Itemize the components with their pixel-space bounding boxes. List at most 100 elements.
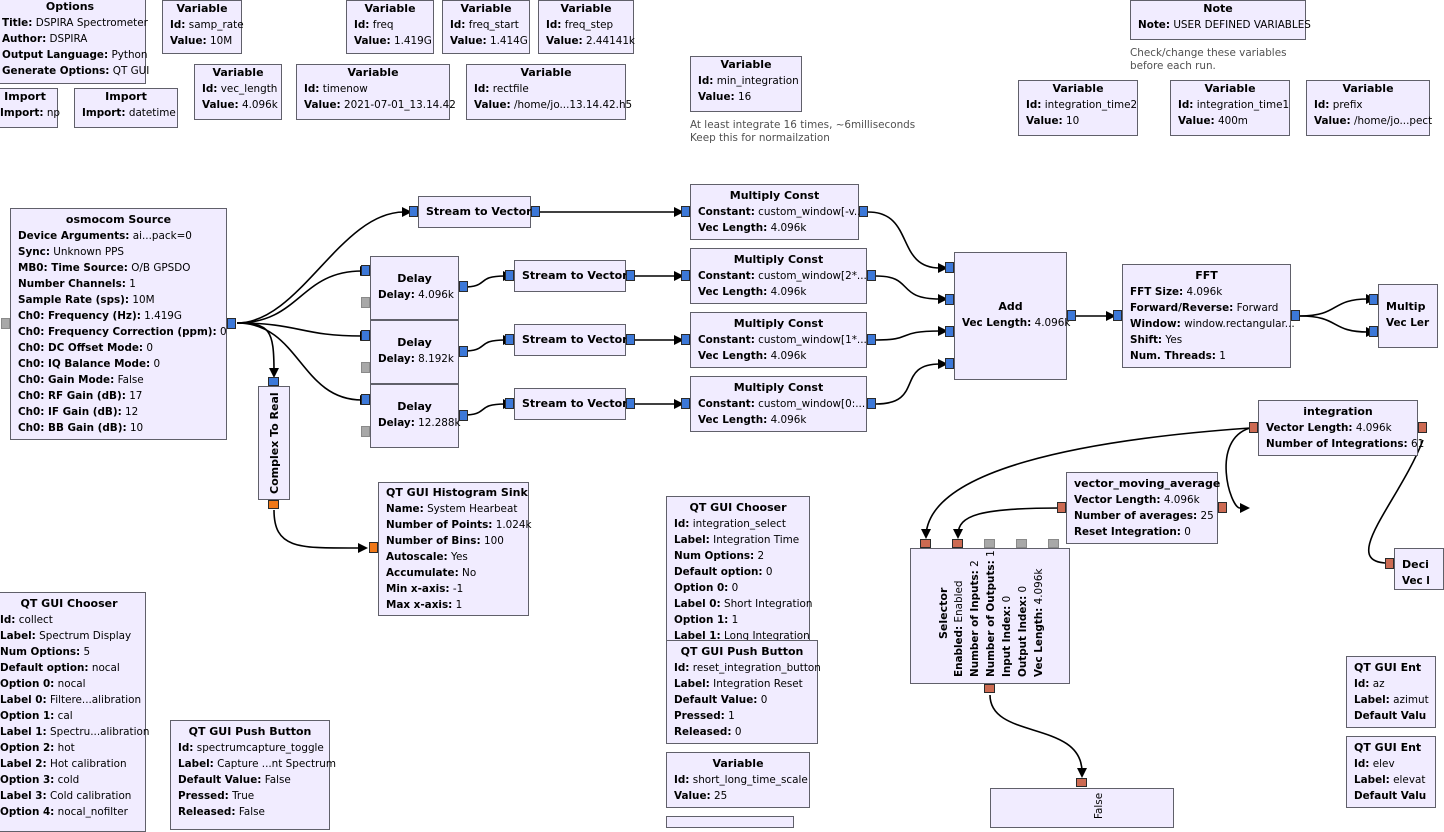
entry-az-block[interactable]: QT GUI Ent Id: az Label: azimut Default … [1346, 656, 1436, 728]
delay-1-block[interactable]: Delay Delay: 4.096k [370, 256, 459, 320]
mc2-output-port[interactable] [867, 334, 876, 345]
pushbutton-capture-block[interactable]: QT GUI Push Button Id: spectrumcapture_t… [170, 720, 336, 830]
note-user-defined-block[interactable]: Note Note: USER DEFINED VARIABLES [1130, 0, 1311, 40]
options-block[interactable]: Options Title: DSPIRA Spectrometer Autho… [0, 0, 149, 84]
selector-input-port-1[interactable] [952, 539, 963, 548]
mc2-input-port[interactable] [681, 334, 690, 345]
import-np-block[interactable]: Import Import: np [0, 88, 60, 128]
variable-timenow-block[interactable]: Variable Id: timenow Value: 2021-07-01_1… [296, 64, 456, 120]
multiply-const-2-block[interactable]: Multiply Const Constant: custom_window[1… [690, 312, 867, 368]
integration-input-port[interactable] [1249, 422, 1258, 433]
fft-block[interactable]: FFT FFT Size: 4.096k Forward/Reverse: Fo… [1122, 264, 1295, 368]
c2r-input-port[interactable] [268, 377, 279, 386]
param-row: Input Index: 0 [1001, 595, 1013, 677]
stv3-input-port[interactable] [505, 398, 514, 409]
pushbutton-reset-block[interactable]: QT GUI Push Button Id: reset_integration… [666, 640, 821, 744]
decim-input-port[interactable] [1385, 558, 1394, 569]
variable-short-long-block[interactable]: Variable Id: short_long_time_scale Value… [666, 752, 810, 808]
false-block-partial[interactable]: False [990, 788, 1174, 828]
add-block[interactable]: Add Vec Length: 4.096k [954, 252, 1070, 380]
add-output-port[interactable] [1067, 310, 1076, 321]
delay1-dly-port[interactable] [361, 297, 370, 308]
mc1-input-port[interactable] [681, 270, 690, 281]
variable-integration-time2-block[interactable]: Variable Id: integration_time2 Value: 10 [1018, 80, 1138, 136]
mc3-output-port[interactable] [867, 398, 876, 409]
delay3-output-port[interactable] [459, 410, 468, 421]
delay1-output-port[interactable] [459, 281, 468, 292]
multiply-const-3-block[interactable]: Multiply Const Constant: custom_window[0… [690, 376, 867, 432]
stream-to-vector-0-block[interactable]: Stream to Vector [418, 196, 532, 228]
selector-en-port[interactable] [1048, 539, 1059, 548]
delay3-dly-port[interactable] [361, 426, 370, 437]
integration-block[interactable]: integration Vector Length: 4.096k Number… [1258, 400, 1424, 456]
mc3-input-port[interactable] [681, 398, 690, 409]
delay2-input-port[interactable] [361, 330, 370, 341]
histogram-sink-block[interactable]: QT GUI Histogram Sink Name: System Hearb… [378, 482, 532, 616]
multiply-input-port-0[interactable] [1369, 294, 1378, 305]
variable-freq-block[interactable]: Variable Id: freq Value: 1.419G [346, 0, 434, 54]
variable-prefix-block[interactable]: Variable Id: prefix Value: /home/jo...pe… [1306, 80, 1432, 136]
vma-output-port[interactable] [1057, 502, 1066, 513]
variable-samp-rate-block[interactable]: Variable Id: samp_rate Value: 10M [162, 0, 244, 54]
add-input-port-2[interactable] [945, 326, 954, 337]
variable-min-integration-block[interactable]: Variable Id: min_integration Value: 16 [690, 56, 802, 112]
stv1-output-port[interactable] [626, 270, 635, 281]
stream-to-vector-3-block[interactable]: Stream to Vector [514, 388, 628, 420]
c2r-output-port[interactable] [268, 500, 279, 509]
mc0-output-port[interactable] [859, 206, 868, 217]
chooser-collect-block[interactable]: QT GUI Chooser Id: collect Label: Spectr… [0, 592, 149, 832]
stream-to-vector-2-block[interactable]: Stream to Vector [514, 324, 628, 356]
selector-oindex-port[interactable] [1016, 539, 1027, 548]
stv2-input-port[interactable] [505, 334, 514, 345]
add-input-port-1[interactable] [945, 294, 954, 305]
add-input-port-0[interactable] [945, 262, 954, 273]
param-row: Id: vec_length [202, 83, 278, 95]
stv0-output-port[interactable] [531, 206, 540, 217]
wire-d1-stv1 [462, 275, 506, 288]
selector-output-port[interactable] [984, 684, 995, 693]
multiply-input-port-1[interactable] [1369, 326, 1378, 337]
variable-vec-length-block[interactable]: Variable Id: vec_length Value: 4.096k [194, 64, 282, 120]
chooser-integration-block[interactable]: QT GUI Chooser Id: integration_select La… [666, 496, 812, 642]
delay-3-block[interactable]: Delay Delay: 12.288k [370, 384, 461, 448]
add-input-port-3[interactable] [945, 358, 954, 369]
vma-input-port[interactable] [1218, 502, 1227, 513]
osmocom-input-port[interactable] [1, 318, 10, 329]
selector-iindex-port[interactable] [984, 539, 995, 548]
false-block-input-port[interactable] [1076, 778, 1087, 787]
delay1-input-port[interactable] [361, 265, 370, 276]
decimation-block-partial[interactable]: Deci Vec l [1394, 548, 1444, 590]
delay-2-block[interactable]: Delay Delay: 8.192k [370, 320, 459, 384]
partial-block-bottom[interactable] [666, 816, 794, 828]
variable-freq-start-block[interactable]: Variable Id: freq_start Value: 1.414G [442, 0, 530, 54]
mc0-input-port[interactable] [681, 206, 690, 217]
osmocom-source-block[interactable]: osmocom Source Device Arguments: ai...pa… [10, 208, 227, 440]
mc1-output-port[interactable] [867, 270, 876, 281]
stv3-output-port[interactable] [626, 398, 635, 409]
import-datetime-block[interactable]: Import Import: datetime [74, 88, 178, 128]
variable-rectfile-block[interactable]: Variable Id: rectfile Value: /home/jo...… [466, 64, 632, 120]
fft-input-port[interactable] [1113, 310, 1122, 321]
stv1-input-port[interactable] [505, 270, 514, 281]
entry-elev-block[interactable]: QT GUI Ent Id: elev Label: elevat Defaul… [1346, 736, 1436, 808]
vector-moving-average-block[interactable]: vector_moving_average Vector Length: 4.0… [1066, 472, 1220, 544]
osmocom-output-port[interactable] [227, 318, 236, 329]
variable-freq-step-block[interactable]: Variable Id: freq_step Value: 2.44141k [538, 0, 635, 54]
multiply-const-0-block[interactable]: Multiply Const Constant: custom_window[-… [690, 184, 864, 240]
selector-block[interactable]: Selector Enabled: Enabled Number of Inpu… [910, 548, 1070, 684]
fft-output-port[interactable] [1291, 310, 1300, 321]
integration-output-port[interactable] [1418, 422, 1427, 433]
multiply-block-partial[interactable]: Multip Vec Ler [1378, 284, 1438, 348]
selector-input-port-0[interactable] [920, 539, 931, 548]
complex-to-real-block[interactable]: Complex To Real [258, 386, 290, 500]
delay3-input-port[interactable] [361, 394, 370, 405]
histogram-input-port[interactable] [369, 542, 378, 553]
stv0-input-port[interactable] [409, 206, 418, 217]
delay2-output-port[interactable] [459, 346, 468, 357]
variable-integration-time1-block[interactable]: Variable Id: integration_time1 Value: 40… [1170, 80, 1290, 136]
stv2-output-port[interactable] [626, 334, 635, 345]
stream-to-vector-1-block[interactable]: Stream to Vector [514, 260, 628, 292]
multiply-const-1-block[interactable]: Multiply Const Constant: custom_window[2… [690, 248, 867, 304]
delay2-dly-port[interactable] [361, 362, 370, 373]
